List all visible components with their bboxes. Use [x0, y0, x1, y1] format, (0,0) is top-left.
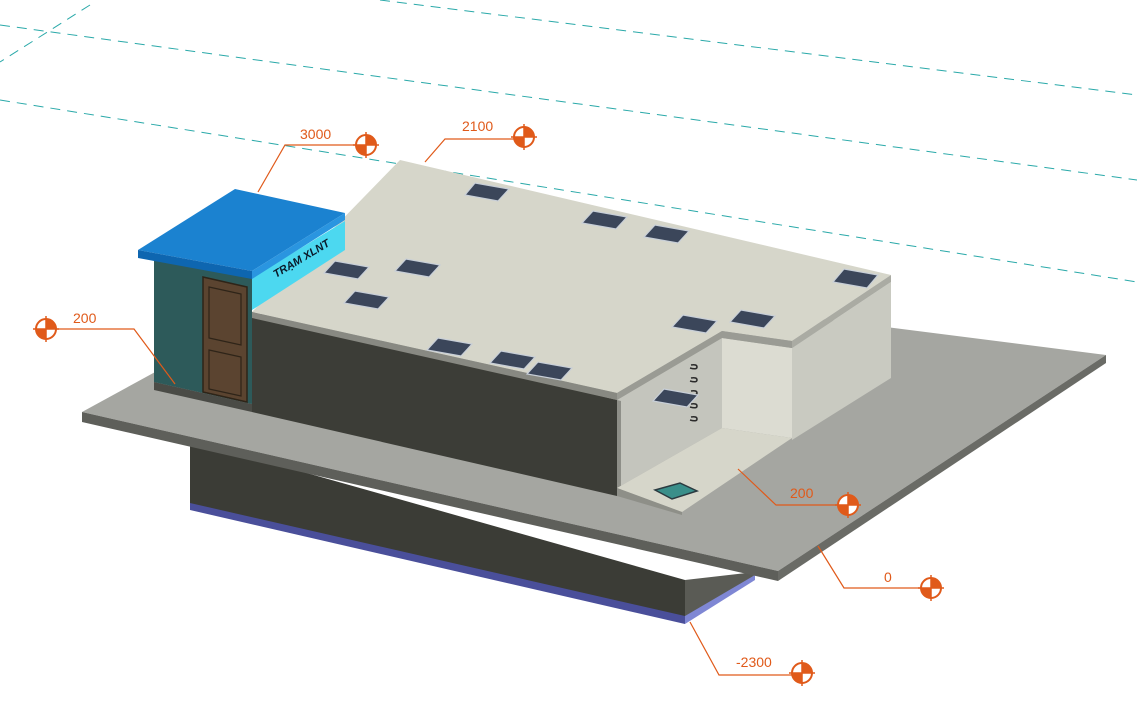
level-target-icon [353, 132, 379, 158]
hatch-cover[interactable] [393, 258, 442, 278]
level-markers [33, 124, 944, 686]
grid-lines [0, 0, 1137, 283]
tank-front-wall [252, 312, 617, 496]
hatch-cover[interactable] [642, 224, 691, 244]
hatch-cover[interactable] [525, 361, 574, 381]
level-labels: 3000 2100 200 200 0 -2300 [73, 118, 892, 670]
foundation-block[interactable] [190, 440, 755, 624]
level-label-foundation-bottom: -2300 [736, 654, 772, 670]
guardhouse-roof-top [138, 189, 345, 271]
door-panel [208, 349, 242, 397]
level-label-guardhouse-floor: 200 [73, 310, 97, 326]
grid-line [0, 4, 91, 63]
hatch-cover[interactable] [728, 309, 777, 329]
leader-line [689, 621, 800, 676]
foundation-lean-concrete-side [685, 575, 755, 624]
level-target-icon [835, 492, 861, 518]
ladder-rung [689, 403, 698, 409]
hatch-cover[interactable] [322, 260, 371, 280]
grid-line [379, 0, 1137, 96]
hatch-cover[interactable] [651, 388, 700, 408]
leader-line [737, 468, 846, 506]
hatch-cover[interactable] [580, 210, 629, 230]
guardhouse-sign-panel [252, 221, 345, 310]
pit-back-wall [617, 338, 722, 488]
pit-floor-front-edge [617, 488, 682, 515]
slab-front-edge [82, 412, 778, 581]
ladder-rung [689, 377, 698, 383]
tank-top-side-edge [792, 275, 891, 348]
level-label-pit-floor: 200 [790, 485, 814, 501]
pit-left-wall-edge [617, 400, 621, 496]
level-target-icon [918, 575, 944, 601]
slab-right-edge [778, 355, 1106, 581]
guardhouse-roof-front-edge [138, 250, 252, 279]
door-panel [208, 286, 242, 346]
level-target-icon [511, 124, 537, 150]
roof-hatches[interactable] [322, 182, 880, 408]
level-target-icon [789, 660, 815, 686]
hatch-cover[interactable] [670, 314, 719, 334]
grid-line [0, 24, 1137, 181]
treatment-tank[interactable] [252, 160, 891, 515]
level-label-tank-top: 2100 [462, 118, 493, 134]
level-label-ground: 0 [884, 569, 892, 585]
level-annotations [47, 138, 928, 676]
hatch-cover[interactable] [463, 182, 511, 202]
level-target-icon [33, 316, 59, 342]
tank-top-slab [252, 160, 891, 393]
guardhouse[interactable]: TRẠM XLNT [138, 189, 345, 412]
foundation-lean-concrete [190, 503, 685, 624]
tank-top-right-edge [722, 331, 792, 348]
leader-line [257, 144, 362, 193]
hatch-cover[interactable] [831, 268, 880, 289]
leader-line [817, 545, 928, 589]
pit-drain-grate[interactable] [652, 482, 700, 500]
ladder-rung [689, 364, 698, 370]
foundation-front-face [190, 440, 685, 622]
leader-line [47, 328, 176, 385]
guardhouse-roof-side-edge [252, 213, 345, 279]
level-label-roof-guardhouse: 3000 [300, 126, 331, 142]
ladder-rung [689, 416, 698, 422]
tank-top-pit-edge [617, 331, 722, 400]
hatch-cover[interactable] [488, 350, 537, 370]
tank-right-wall [792, 282, 891, 440]
tank-top-front-edge [252, 312, 617, 400]
pit-right-wall-inner [722, 338, 792, 438]
door[interactable] [202, 276, 248, 403]
grid-line [0, 99, 1137, 283]
leader-line [424, 138, 518, 163]
hatch-cover[interactable] [425, 337, 474, 357]
hatch-cover[interactable] [342, 290, 391, 310]
guardhouse-base [154, 382, 252, 412]
